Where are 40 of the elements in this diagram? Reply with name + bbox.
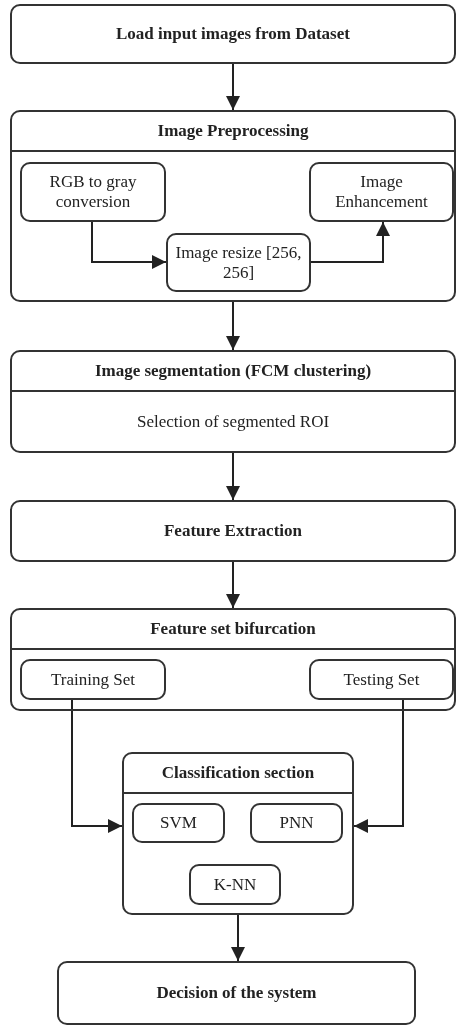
process-box — [57, 961, 416, 1025]
box-label: Training Set — [50, 669, 136, 690]
section-heading: Classification section — [124, 754, 352, 794]
group-box — [10, 608, 456, 711]
box-label: Image Enhancement — [334, 172, 429, 212]
process-box — [10, 350, 456, 453]
process-box — [132, 803, 225, 843]
arrow — [226, 63, 240, 111]
box-label: Decision of the system — [155, 983, 318, 1003]
group-box — [122, 752, 354, 915]
box-label: Feature Extraction — [163, 521, 303, 541]
section-heading: Image segmentation (FCM clustering) — [12, 352, 454, 392]
arrow — [310, 221, 390, 263]
process-box — [309, 162, 454, 222]
arrow — [226, 452, 240, 501]
process-box — [166, 233, 311, 292]
arrow — [226, 561, 240, 609]
arrow — [353, 699, 404, 833]
process-box — [309, 659, 454, 700]
box-label: Testing Set — [342, 669, 421, 690]
box-label: K-NN — [212, 874, 258, 895]
process-box — [10, 500, 456, 562]
box-label: Image resize [256, 256] — [174, 242, 303, 283]
box-label: PNN — [278, 813, 315, 833]
process-box — [250, 803, 343, 843]
section-heading: Image Preprocessing — [12, 112, 454, 152]
process-box — [10, 4, 456, 64]
process-box — [20, 659, 166, 700]
group-box — [10, 110, 456, 302]
process-box — [20, 162, 166, 222]
arrow — [71, 699, 123, 833]
box-label: RGB to gray conversion — [48, 172, 138, 212]
section-heading: Feature set bifurcation — [12, 610, 454, 650]
process-box — [189, 864, 281, 905]
arrow — [91, 221, 167, 269]
box-label: Load input images from Dataset — [115, 24, 351, 44]
arrow — [231, 914, 245, 962]
box-label: Selection of segmented ROI — [135, 410, 331, 433]
arrow — [226, 301, 240, 351]
box-label: SVM — [159, 813, 198, 833]
